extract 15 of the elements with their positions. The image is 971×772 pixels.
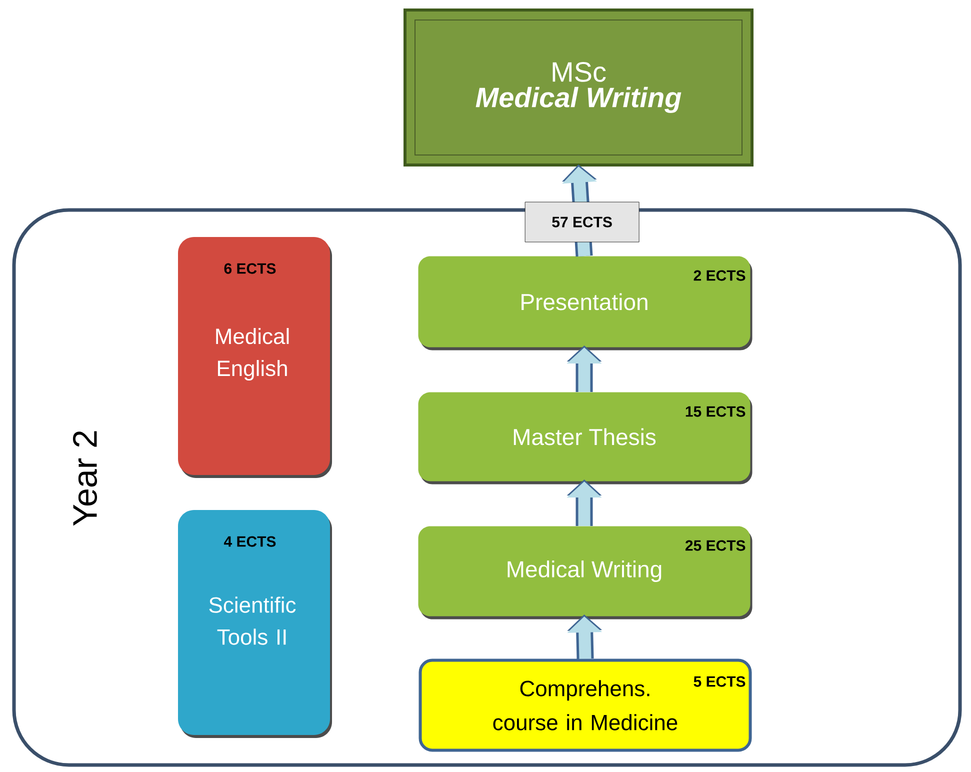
credit-label: 5 ECTS xyxy=(694,676,746,687)
credit-label: 4 ECTS xyxy=(224,536,276,547)
course-box: 6 ECTS Medical English xyxy=(178,237,332,478)
credit-label: 6 ECTS xyxy=(224,263,276,274)
course-box: 4 ECTS Scientific Tools II xyxy=(178,510,332,738)
edge-label: 57 ECTS xyxy=(524,202,640,242)
course-box: Presentation 2 ECTS xyxy=(418,256,752,350)
degree-box: MSc Medical Writing xyxy=(404,8,754,166)
credit-label: 25 ECTS xyxy=(685,540,746,551)
year-label: Year 2 xyxy=(72,431,98,526)
credit-label: 2 ECTS xyxy=(694,270,746,281)
course-box: Medical Writing 25 ECTS xyxy=(418,526,752,620)
credit-label: 15 ECTS xyxy=(686,406,746,417)
course-box: Comprehens. course in Medicine 5 ECTS xyxy=(418,658,752,752)
course-box: Master Thesis 15 ECTS xyxy=(418,392,752,484)
